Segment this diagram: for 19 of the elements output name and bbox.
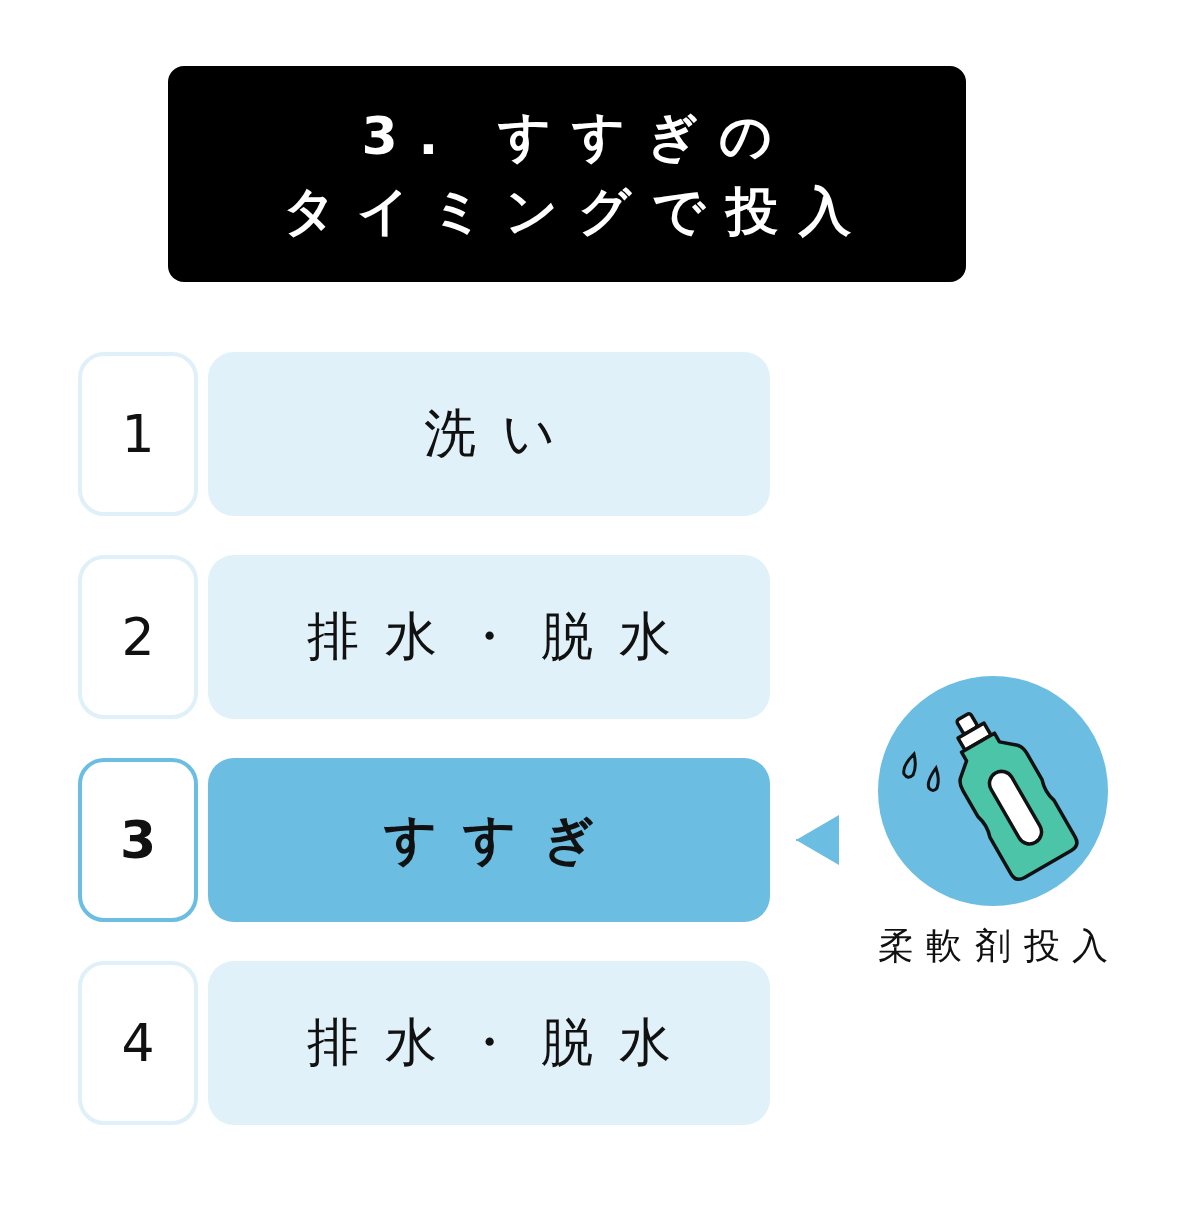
step-number: 4 [121, 1013, 155, 1073]
step-number-box [78, 961, 198, 1125]
step-number-box [78, 758, 198, 922]
title-text: 3. すすぎのタイミングで投入 [283, 104, 872, 243]
step-box [208, 961, 770, 1125]
step-box [208, 758, 770, 922]
pointer-arrow [795, 815, 839, 865]
step-box [208, 352, 770, 516]
step-number: 3 [119, 810, 157, 870]
step-number: 2 [121, 607, 155, 667]
step-label: 洗い [423, 402, 581, 465]
step-number-box [78, 352, 198, 516]
step-number-box [78, 555, 198, 719]
step-label: 排水・脱水 [307, 605, 697, 668]
step-box [208, 555, 770, 719]
step-label: 排水・脱水 [307, 1011, 697, 1074]
node-label: 柔軟剤投入 [876, 924, 1122, 968]
step-label: すすぎ [383, 808, 621, 871]
step-number: 1 [121, 404, 155, 464]
